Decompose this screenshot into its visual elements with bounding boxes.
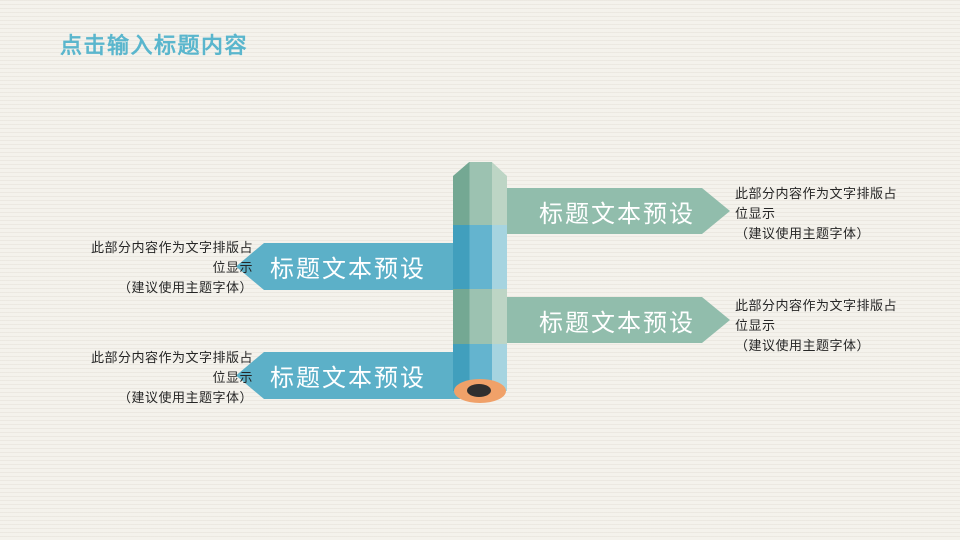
slide-title: 点击输入标题内容 xyxy=(60,33,249,58)
banner-label: 标题文本预设 xyxy=(270,366,426,392)
banner-arrow-right-2: 标题文本预设 xyxy=(504,297,730,343)
description-right-2: 此部分内容作为文字排版占 位显示 （建议使用主题字体） xyxy=(735,298,898,353)
pencil-graphic xyxy=(453,162,507,408)
banner-arrow-left-2: 标题文本预设 xyxy=(236,352,460,399)
banner-label: 标题文本预设 xyxy=(539,201,695,228)
banner-label: 标题文本预设 xyxy=(539,310,695,337)
description-left-2: 此部分内容作为文字排版占 位显示 （建议使用主题字体） xyxy=(90,350,253,405)
pencil-segment-blue-1 xyxy=(453,225,507,289)
banner-arrow-right-1: 标题文本预设 xyxy=(504,188,730,234)
banner-arrow-left-1: 标题文本预设 xyxy=(236,243,460,290)
description-left-1: 此部分内容作为文字排版占 位显示 （建议使用主题字体） xyxy=(90,240,253,295)
pencil-segment-green-2 xyxy=(453,289,507,344)
banner-label: 标题文本预设 xyxy=(270,257,426,283)
pencil-segment-green-top xyxy=(453,162,507,225)
description-right-1: 此部分内容作为文字排版占 位显示 （建议使用主题字体） xyxy=(735,186,898,241)
pencil-tip-lead-icon xyxy=(467,384,491,397)
